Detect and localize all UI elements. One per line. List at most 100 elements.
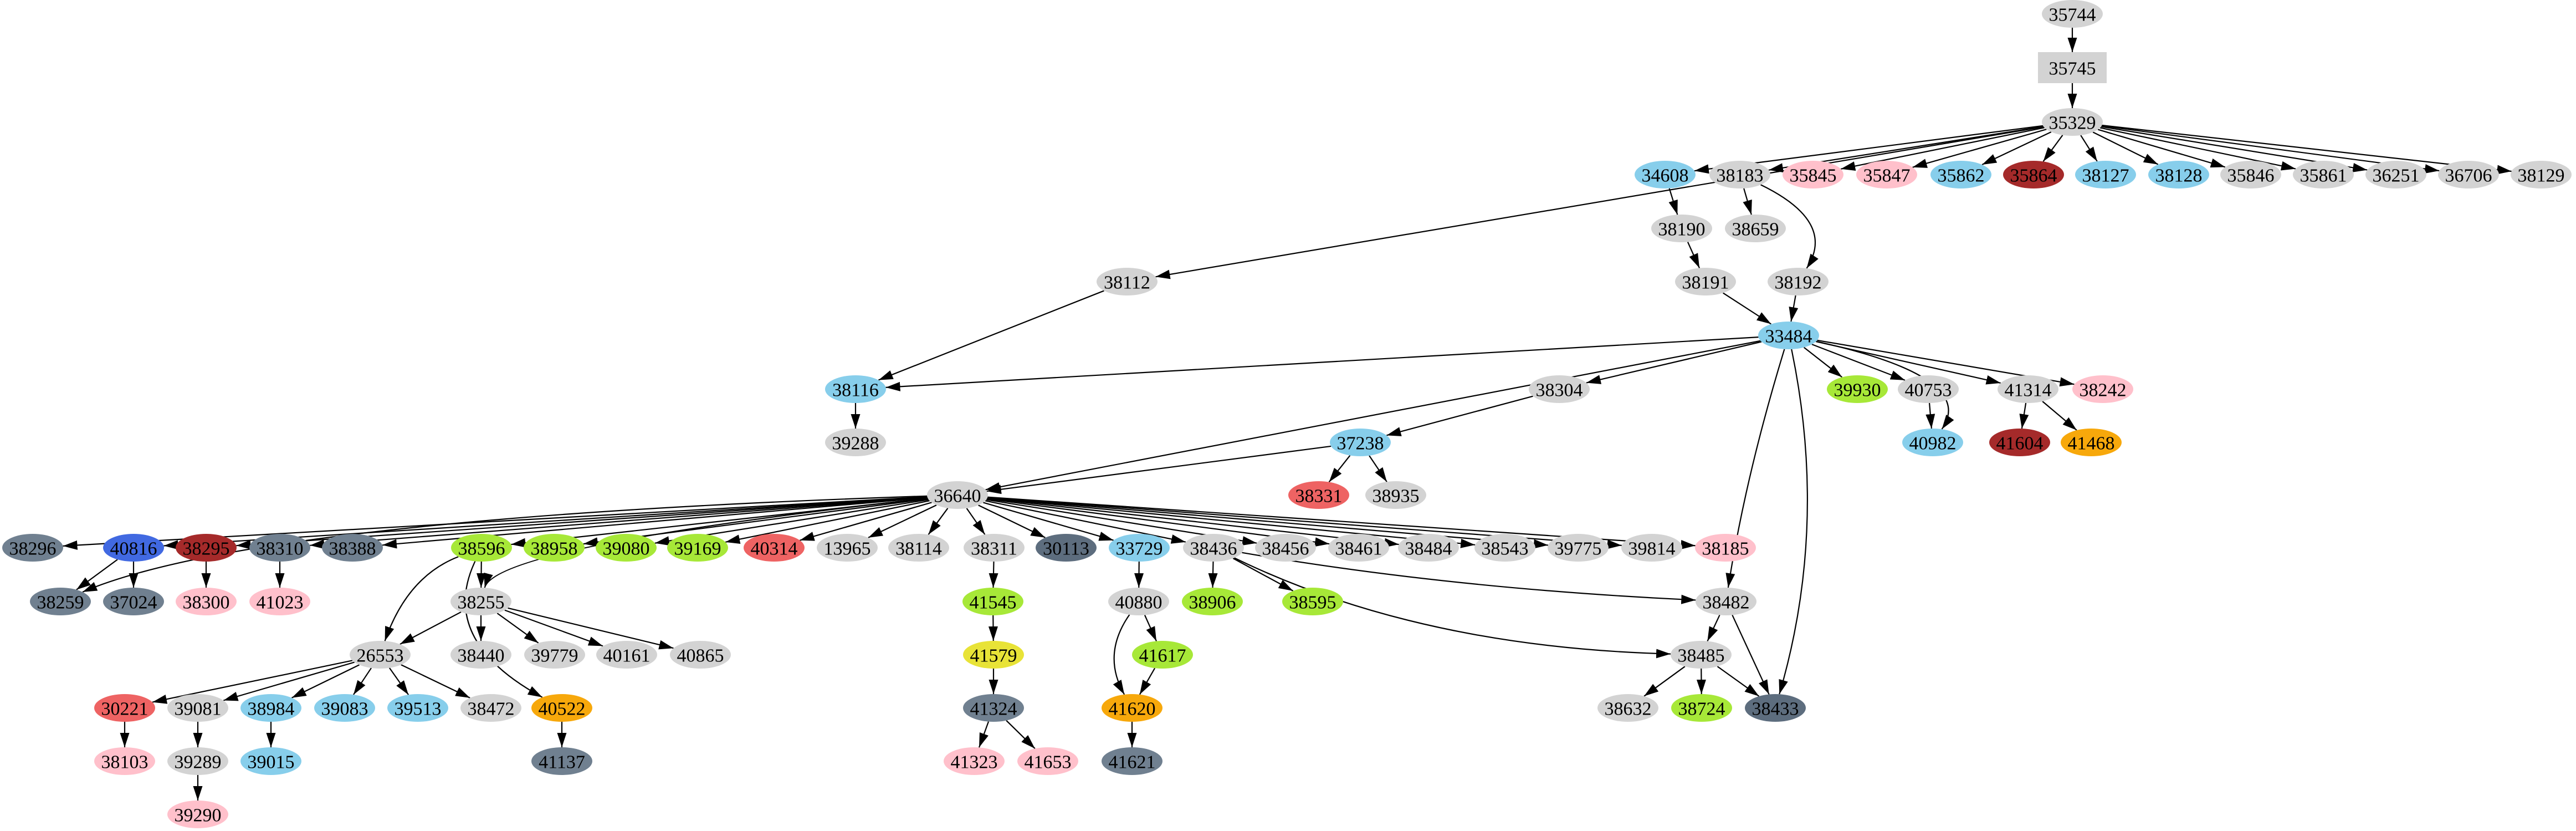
node-ellipse-41545[interactable] — [962, 588, 1023, 615]
node-ellipse-41314[interactable] — [1998, 375, 2058, 403]
graph-node-38472[interactable]: 38472 — [460, 694, 521, 722]
node-ellipse-38331[interactable] — [1288, 481, 1349, 509]
node-ellipse-41617[interactable] — [1132, 641, 1193, 669]
graph-node-40522[interactable]: 40522 — [531, 694, 592, 722]
node-ellipse-39290[interactable] — [167, 801, 228, 828]
node-ellipse-41621[interactable] — [1102, 747, 1162, 775]
graph-node-38331[interactable]: 38331 — [1288, 481, 1349, 509]
node-ellipse-41323[interactable] — [944, 747, 1005, 775]
node-ellipse-35864[interactable] — [2003, 161, 2064, 188]
graph-node-40753[interactable]: 40753 — [1898, 375, 1959, 403]
node-ellipse-37238[interactable] — [1330, 429, 1391, 456]
node-ellipse-39930[interactable] — [1827, 375, 1888, 403]
graph-node-41314[interactable]: 41314 — [1998, 375, 2058, 403]
graph-node-39779[interactable]: 39779 — [524, 641, 585, 669]
graph-node-41468[interactable]: 41468 — [2061, 429, 2122, 456]
node-ellipse-39814[interactable] — [1621, 534, 1682, 562]
node-ellipse-39083[interactable] — [314, 694, 375, 722]
node-ellipse-41579[interactable] — [963, 641, 1024, 669]
graph-node-38242[interactable]: 38242 — [2072, 375, 2133, 403]
node-ellipse-38596[interactable] — [451, 534, 512, 562]
graph-node-38183[interactable]: 38183 — [1709, 161, 1770, 188]
graph-node-38114[interactable]: 38114 — [888, 534, 949, 562]
graph-node-38116[interactable]: 38116 — [825, 375, 886, 403]
graph-node-35845[interactable]: 35845 — [1783, 161, 1843, 188]
node-ellipse-41653[interactable] — [1017, 747, 1078, 775]
graph-node-38185[interactable]: 38185 — [1695, 534, 1756, 562]
graph-node-38296[interactable]: 38296 — [2, 534, 63, 562]
graph-node-38433[interactable]: 38433 — [1745, 694, 1806, 722]
graph-node-38255[interactable]: 38255 — [450, 588, 511, 615]
graph-node-38485[interactable]: 38485 — [1671, 641, 1732, 669]
graph-node-38192[interactable]: 38192 — [1768, 268, 1829, 295]
graph-node-36640[interactable]: 36640 — [927, 481, 988, 509]
graph-node-38440[interactable]: 38440 — [450, 641, 511, 669]
graph-node-38436[interactable]: 38436 — [1183, 534, 1244, 562]
graph-node-40982[interactable]: 40982 — [1902, 429, 1963, 456]
node-ellipse-33484[interactable] — [1758, 322, 1819, 349]
node-ellipse-41468[interactable] — [2061, 429, 2122, 456]
node-ellipse-35862[interactable] — [1930, 161, 1991, 188]
node-ellipse-38935[interactable] — [1365, 481, 1426, 509]
graph-node-38595[interactable]: 38595 — [1282, 588, 1343, 615]
node-ellipse-38112[interactable] — [1097, 268, 1158, 295]
node-ellipse-35845[interactable] — [1783, 161, 1843, 188]
graph-node-39930[interactable]: 39930 — [1827, 375, 1888, 403]
graph-node-41617[interactable]: 41617 — [1132, 641, 1193, 669]
node-ellipse-36251[interactable] — [2365, 161, 2426, 188]
graph-node-13965[interactable]: 13965 — [817, 534, 878, 562]
graph-node-40865[interactable]: 40865 — [670, 641, 731, 669]
node-ellipse-38190[interactable] — [1651, 215, 1712, 242]
node-ellipse-38659[interactable] — [1725, 215, 1786, 242]
node-ellipse-38300[interactable] — [176, 588, 237, 615]
graph-node-41604[interactable]: 41604 — [1989, 429, 2050, 456]
node-ellipse-40865[interactable] — [670, 641, 731, 669]
graph-node-38127[interactable]: 38127 — [2075, 161, 2136, 188]
node-ellipse-38295[interactable] — [176, 534, 237, 562]
graph-node-41324[interactable]: 41324 — [963, 694, 1024, 722]
graph-node-38482[interactable]: 38482 — [1696, 588, 1756, 615]
graph-node-41621[interactable]: 41621 — [1102, 747, 1162, 775]
graph-node-35861[interactable]: 35861 — [2293, 161, 2354, 188]
graph-node-35745[interactable]: 35745 — [2038, 52, 2107, 83]
graph-node-38632[interactable]: 38632 — [1597, 694, 1658, 722]
graph-node-38596[interactable]: 38596 — [451, 534, 512, 562]
node-ellipse-39513[interactable] — [387, 694, 448, 722]
node-ellipse-38116[interactable] — [825, 375, 886, 403]
node-ellipse-38103[interactable] — [94, 747, 155, 775]
node-ellipse-38984[interactable] — [240, 694, 301, 722]
graph-node-35864[interactable]: 35864 — [2003, 161, 2064, 188]
node-ellipse-40816[interactable] — [103, 534, 164, 562]
graph-node-38304[interactable]: 38304 — [1529, 375, 1590, 403]
node-ellipse-38296[interactable] — [2, 534, 63, 562]
graph-node-38724[interactable]: 38724 — [1671, 694, 1732, 722]
graph-node-39081[interactable]: 39081 — [167, 694, 228, 722]
node-ellipse-38724[interactable] — [1671, 694, 1732, 722]
graph-node-38456[interactable]: 38456 — [1255, 534, 1316, 562]
node-ellipse-38485[interactable] — [1671, 641, 1732, 669]
node-ellipse-39779[interactable] — [524, 641, 585, 669]
graph-node-40880[interactable]: 40880 — [1108, 588, 1169, 615]
graph-node-39814[interactable]: 39814 — [1621, 534, 1682, 562]
node-ellipse-30221[interactable] — [94, 694, 155, 722]
node-ellipse-39775[interactable] — [1548, 534, 1609, 562]
graph-node-33484[interactable]: 33484 — [1758, 322, 1819, 349]
graph-node-37238[interactable]: 37238 — [1330, 429, 1391, 456]
graph-node-38300[interactable]: 38300 — [176, 588, 237, 615]
graph-node-38484[interactable]: 38484 — [1398, 534, 1459, 562]
node-ellipse-38311[interactable] — [964, 534, 1025, 562]
node-ellipse-38958[interactable] — [524, 534, 585, 562]
node-ellipse-33729[interactable] — [1109, 534, 1170, 562]
node-ellipse-38114[interactable] — [888, 534, 949, 562]
graph-node-33729[interactable]: 33729 — [1109, 534, 1170, 562]
node-ellipse-35744[interactable] — [2042, 0, 2103, 28]
graph-node-41545[interactable]: 41545 — [962, 588, 1023, 615]
graph-node-38191[interactable]: 38191 — [1675, 268, 1736, 295]
node-ellipse-39081[interactable] — [167, 694, 228, 722]
graph-node-41653[interactable]: 41653 — [1017, 747, 1078, 775]
graph-node-41323[interactable]: 41323 — [944, 747, 1005, 775]
graph-node-40816[interactable]: 40816 — [103, 534, 164, 562]
graph-node-38129[interactable]: 38129 — [2511, 161, 2572, 188]
graph-node-39015[interactable]: 39015 — [240, 747, 301, 775]
node-ellipse-30113[interactable] — [1036, 534, 1097, 562]
